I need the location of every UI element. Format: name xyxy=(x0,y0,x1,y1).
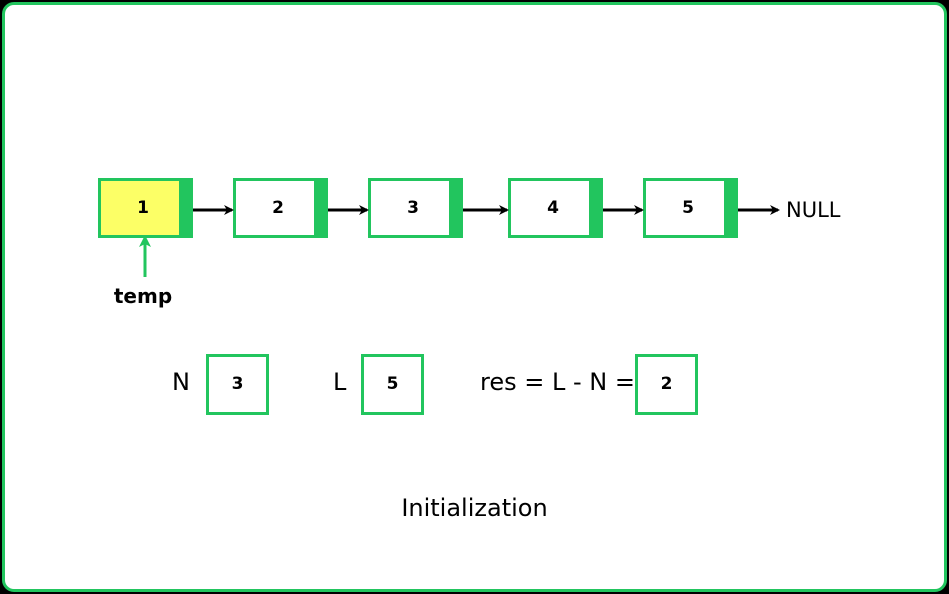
node-next-pointer xyxy=(589,178,603,238)
null-label: NULL xyxy=(786,198,841,222)
list-node-5: 5 xyxy=(643,178,738,238)
node-next-pointer xyxy=(314,178,328,238)
node-value: 4 xyxy=(547,198,559,218)
list-node-2: 2 xyxy=(233,178,328,238)
variable-l-box: 5 xyxy=(361,354,424,415)
list-node-3: 3 xyxy=(368,178,463,238)
node-next-pointer xyxy=(449,178,463,238)
temp-pointer-label: temp xyxy=(113,284,173,308)
node-value: 2 xyxy=(272,198,284,218)
variable-l-label: L xyxy=(333,368,347,396)
diagram-caption: Initialization xyxy=(401,494,548,522)
node-next-pointer xyxy=(724,178,738,238)
result-label: res = L - N = xyxy=(480,368,635,396)
variable-n-box: 3 xyxy=(206,354,269,415)
list-node-4: 4 xyxy=(508,178,603,238)
result-box: 2 xyxy=(635,354,698,415)
node-value: 3 xyxy=(407,198,419,218)
node-value: 5 xyxy=(682,198,694,218)
variable-n-label: N xyxy=(172,368,190,396)
node-next-pointer xyxy=(179,178,193,238)
list-node-1: 1 xyxy=(98,178,193,238)
node-value: 1 xyxy=(137,198,149,218)
